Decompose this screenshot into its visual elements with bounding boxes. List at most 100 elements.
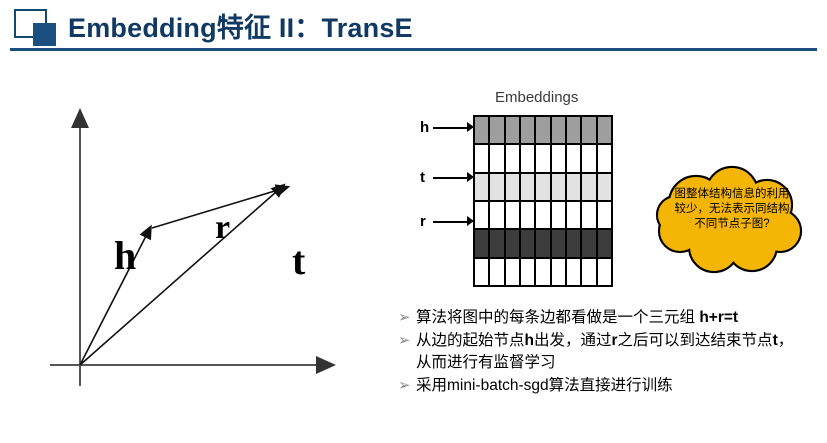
- vector-label-h: h: [114, 233, 137, 278]
- vector-arrows: [79, 183, 291, 366]
- pointer-line: [433, 221, 467, 223]
- vector-t: [79, 183, 286, 366]
- embeddings-cell: [520, 230, 537, 257]
- embeddings-row-label: h: [420, 119, 430, 136]
- list-item: ➢ 从边的起始节点h出发，通过r之后可以到达结束节点t，从而进行有监督学习: [398, 330, 798, 374]
- embeddings-cell: [551, 258, 567, 285]
- vector-diagram-svg: [50, 108, 336, 386]
- embeddings-cell: [597, 258, 611, 285]
- embeddings-cell: [520, 173, 537, 200]
- bullet-text: 从边的起始节点h出发，通过r之后可以到达结束节点t，从而进行有监督学习: [416, 332, 794, 371]
- embeddings-cell: [566, 145, 583, 172]
- embeddings-cell: [597, 173, 611, 200]
- bullet-text: 算法将图中的每条边都看做是一个三元组 h+r=t: [416, 309, 739, 326]
- embeddings-cell: [566, 117, 583, 144]
- embeddings-row: [475, 145, 611, 174]
- embeddings-cell: [582, 230, 598, 257]
- list-item: ➢ 采用mini-batch-sgd算法直接进行训练: [398, 375, 798, 397]
- embeddings-cell: [475, 173, 491, 200]
- title-underline-divider: [10, 48, 817, 51]
- arrow-head-icon: [467, 122, 474, 132]
- embeddings-cell: [490, 117, 506, 144]
- bullet-list: ➢ 算法将图中的每条边都看做是一个三元组 h+r=t ➢ 从边的起始节点h出发，通过r…: [398, 307, 798, 398]
- embeddings-row-label: r: [420, 213, 426, 230]
- embeddings-cell: [597, 117, 611, 144]
- embeddings-cell: [490, 201, 506, 229]
- square-logo-icon: [14, 9, 58, 47]
- embeddings-cell: [505, 117, 521, 144]
- embeddings-cell: [490, 173, 506, 200]
- embeddings-row: [475, 258, 611, 285]
- embeddings-cell: [582, 117, 598, 144]
- embeddings-cell: [582, 145, 598, 172]
- embeddings-cell: [475, 201, 491, 229]
- embeddings-cell: [536, 230, 552, 257]
- embeddings-cell: [475, 230, 491, 257]
- embeddings-cell: [505, 230, 521, 257]
- pointer-line: [433, 177, 467, 179]
- embeddings-cell: [475, 145, 491, 172]
- embeddings-cell: [566, 173, 583, 200]
- embeddings-cell: [505, 258, 521, 285]
- bullet-marker-icon: ➢: [398, 331, 411, 349]
- embeddings-cell: [566, 258, 583, 285]
- embeddings-cell: [582, 173, 598, 200]
- arrow-head-icon: [467, 172, 474, 182]
- cloud-callout: 图整体结构信息的利用较少，无法表示同结构不同节点子图?: [652, 163, 810, 275]
- pointer-line: [433, 127, 467, 129]
- embeddings-cell: [520, 201, 537, 229]
- embeddings-grid: [473, 115, 613, 287]
- embeddings-cell: [490, 258, 506, 285]
- vector-diagram-panel: h r t: [0, 56, 400, 443]
- embeddings-panel: Embeddings h t r: [415, 85, 635, 300]
- embeddings-cell: [597, 201, 611, 229]
- embeddings-cell: [520, 258, 537, 285]
- embeddings-row: [475, 230, 611, 259]
- embeddings-cell: [520, 117, 537, 144]
- embeddings-cell: [536, 117, 552, 144]
- embeddings-cell: [490, 230, 506, 257]
- embeddings-cell: [551, 173, 567, 200]
- vector-r: [151, 184, 291, 229]
- embeddings-cell: [551, 201, 567, 229]
- slide-header: Embedding特征 II：TransE: [0, 0, 827, 56]
- embeddings-title: Embeddings: [495, 89, 579, 106]
- embeddings-row: [475, 201, 611, 231]
- page-title: Embedding特征 II：TransE: [68, 13, 413, 43]
- bullet-marker-icon: ➢: [398, 376, 411, 394]
- embeddings-cell: [597, 230, 611, 257]
- arrow-head-icon: [467, 216, 474, 226]
- embeddings-cell: [566, 201, 583, 229]
- logo-filled-square: [33, 23, 56, 46]
- embeddings-cell: [475, 258, 491, 285]
- vector-h: [79, 224, 152, 366]
- embeddings-cell: [520, 145, 537, 172]
- list-item: ➢ 算法将图中的每条边都看做是一个三元组 h+r=t: [398, 307, 798, 329]
- bullet-marker-icon: ➢: [398, 308, 411, 326]
- embeddings-cell: [536, 173, 552, 200]
- cloud-shape-icon: [655, 165, 803, 274]
- embeddings-cell: [490, 145, 506, 172]
- embeddings-cell: [551, 117, 567, 144]
- embeddings-cell: [505, 173, 521, 200]
- embeddings-row-label: t: [420, 169, 425, 186]
- embeddings-cell: [536, 258, 552, 285]
- embeddings-cell: [536, 201, 552, 229]
- cloud-callout-text: 图整体结构信息的利用较少，无法表示同结构不同节点子图?: [674, 188, 790, 231]
- embeddings-cell: [505, 145, 521, 172]
- axes: [50, 108, 336, 386]
- embeddings-cell: [597, 145, 611, 172]
- embeddings-cell: [582, 201, 598, 229]
- embeddings-row: [475, 117, 611, 146]
- embeddings-cell: [551, 230, 567, 257]
- embeddings-cell: [582, 258, 598, 285]
- vector-label-t: t: [292, 238, 306, 283]
- embeddings-row: [475, 173, 611, 202]
- embeddings-cell: [566, 230, 583, 257]
- embeddings-cell: [475, 117, 491, 144]
- embeddings-cell: [536, 145, 552, 172]
- embeddings-cell: [505, 201, 521, 229]
- bullet-text: 采用mini-batch-sgd算法直接进行训练: [416, 377, 673, 394]
- vector-label-r: r: [215, 209, 231, 246]
